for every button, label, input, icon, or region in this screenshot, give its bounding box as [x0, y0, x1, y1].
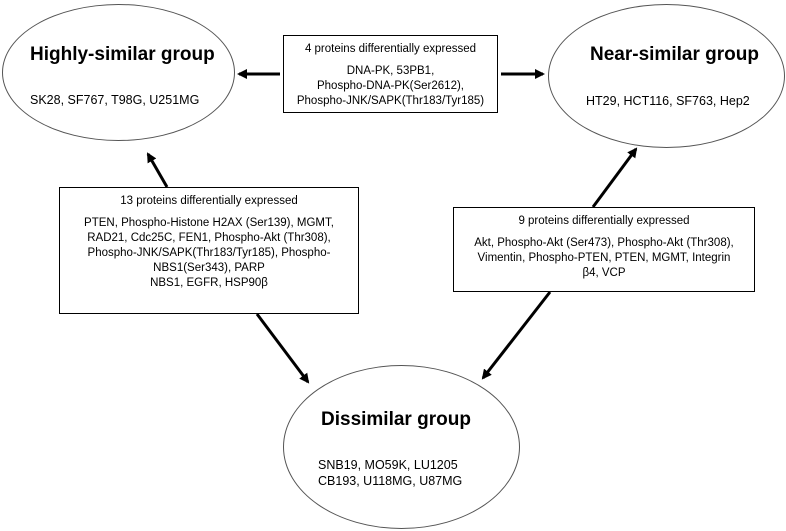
arrow-to-dissimilar-from-right-box [481, 291, 552, 380]
near-similar-group-title: Near-similar group [590, 44, 759, 65]
highly-vs-dissimilar-box-line: NBS1(Ser343), PARP [153, 262, 265, 274]
arrow-to-near-similar-from-right-box [591, 147, 638, 208]
highly-vs-near-box-line: DNA-PK, 53PB1, [346, 65, 435, 77]
dissimilar-group-members: SNB19, MO59K, LU1205 CB193, U118MG, U87M… [318, 457, 462, 489]
arrow-to-highly-similar-from-left-box [146, 152, 169, 188]
dissimilar-group-node: Dissimilar group SNB19, MO59K, LU1205 CB… [283, 365, 520, 529]
near-vs-dissimilar-box-line: β4, VCP [582, 267, 626, 279]
near-vs-dissimilar-box-line: Akt, Phospho-Akt (Ser473), Phospho-Akt (… [474, 237, 734, 249]
highly-vs-near-box-line: Phospho-JNK/SAPK(Thr183/Tyr185) [296, 95, 485, 107]
highly-vs-near-box-line: Phospho-DNA-PK(Ser2612), [316, 80, 464, 92]
near-vs-dissimilar-box-header: 9 proteins differentially expressed [518, 215, 690, 227]
arrow-to-dissimilar-from-left-box [255, 313, 310, 384]
highly-vs-dissimilar-box-line: Phospho-JNK/SAPK(Thr183/Tyr185), Phospho… [87, 247, 331, 259]
near-vs-dissimilar-protein-box: 9 proteins differentially expressed Akt,… [453, 207, 755, 292]
near-vs-dissimilar-box-line: Vimentin, Phospho-PTEN, PTEN, MGMT, Inte… [477, 252, 731, 264]
highly-vs-near-box-header: 4 proteins differentially expressed [304, 43, 477, 55]
near-similar-group-members: HT29, HCT116, SF763, Hep2 [586, 94, 750, 108]
highly-similar-group-members: SK28, SF767, T98G, U251MG [30, 93, 200, 107]
highly-vs-dissimilar-box-header: 13 proteins differentially expressed [120, 195, 298, 207]
highly-vs-near-protein-box: 4 proteins differentially expressed DNA-… [283, 35, 498, 113]
dissimilar-group-title: Dissimilar group [321, 409, 471, 430]
near-similar-group-node: Near-similar group HT29, HCT116, SF763, … [548, 4, 785, 148]
highly-vs-dissimilar-protein-box: 13 proteins differentially expressed PTE… [59, 187, 359, 314]
highly-vs-dissimilar-box-line: PTEN, Phospho-Histone H2AX (Ser139), MGM… [84, 217, 334, 229]
dissimilar-group-members-line: CB193, U118MG, U87MG [318, 474, 463, 488]
highly-vs-dissimilar-box-line: RAD21, Cdc25C, FEN1, Phospho-Akt (Thr308… [87, 232, 331, 244]
highly-similar-group-node: Highly-similar group SK28, SF767, T98G, … [2, 4, 235, 141]
highly-similar-group-title: Highly-similar group [30, 44, 215, 65]
highly-vs-dissimilar-box-line: NBS1, EGFR, HSP90β [150, 277, 268, 289]
dissimilar-group-members-line: SNB19, MO59K, LU1205 [318, 458, 458, 472]
